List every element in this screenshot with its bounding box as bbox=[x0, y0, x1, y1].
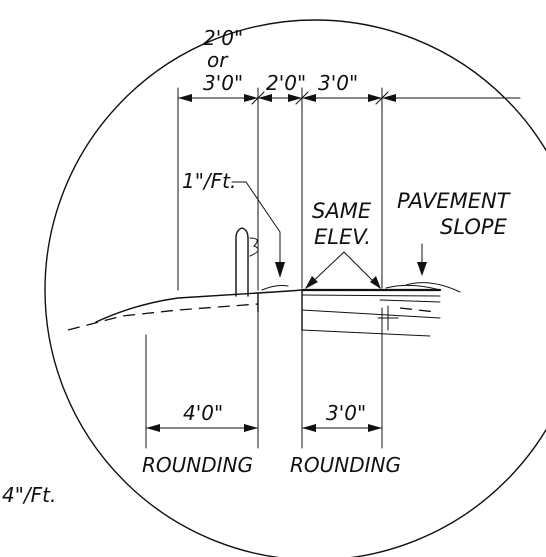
detail-circle bbox=[44, 19, 546, 557]
bottom-dimension-1 bbox=[145, 311, 259, 449]
slope-label: 1"/Ft. bbox=[182, 169, 236, 193]
dim-top-1-line3: 3'0" bbox=[203, 71, 243, 95]
dim-top-1-line2: or bbox=[207, 48, 229, 72]
top-dimension-chain bbox=[177, 87, 521, 291]
dim-bottom-1: 4'0" bbox=[183, 401, 223, 425]
dim-top-1-line1: 2'0" bbox=[203, 26, 243, 50]
bottom-dimension-2 bbox=[301, 307, 383, 449]
pavement-slope-line2: SLOPE bbox=[440, 215, 508, 239]
same-elev-line1: SAME bbox=[312, 199, 372, 223]
same-elev-line2: ELEV. bbox=[314, 225, 371, 249]
side-slope-label: 4"/Ft. bbox=[2, 483, 56, 507]
rounding-2: ROUNDING bbox=[290, 453, 401, 477]
section-profile bbox=[67, 282, 461, 337]
pavement-slope-leader bbox=[417, 243, 427, 276]
dim-top-3: 3'0" bbox=[318, 71, 358, 95]
sign-post bbox=[235, 227, 259, 297]
rounding-1: ROUNDING bbox=[142, 453, 253, 477]
same-elev-leaders bbox=[305, 251, 381, 289]
dim-bottom-2: 3'0" bbox=[326, 401, 366, 425]
pavement-slope-line1: PAVEMENT bbox=[397, 189, 512, 213]
dim-top-2: 2'0" bbox=[266, 71, 306, 95]
slope-leader bbox=[231, 181, 285, 278]
